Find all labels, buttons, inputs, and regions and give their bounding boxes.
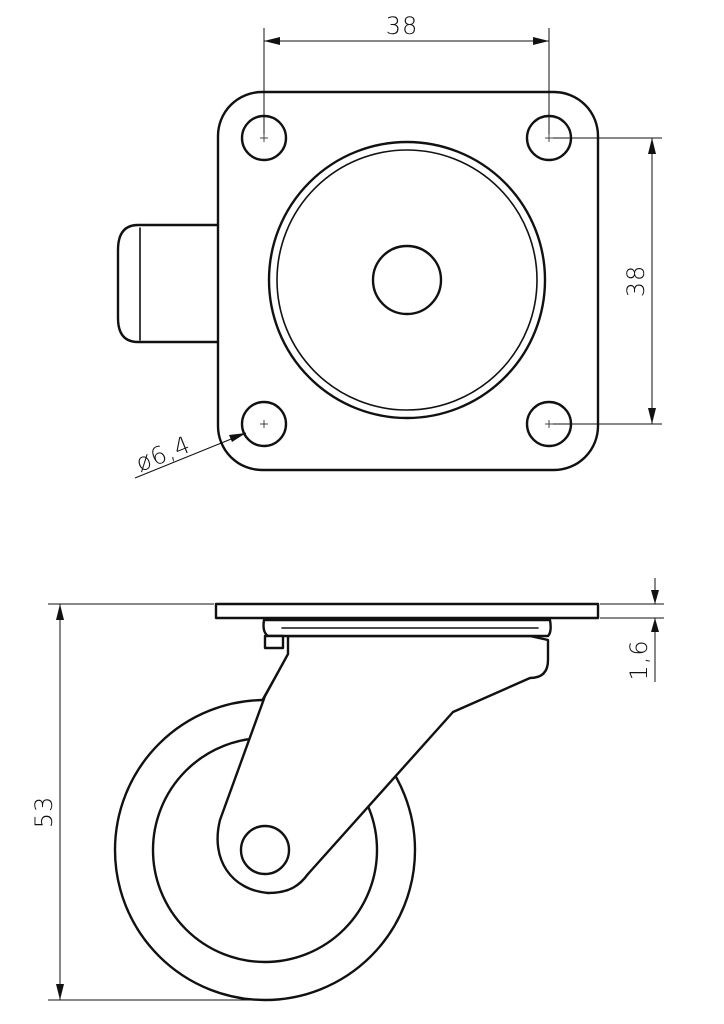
- top-view-mounting-plate: [216, 90, 600, 472]
- fork-edge-line: [261, 653, 289, 701]
- mounting-hole-bottom-left: [240, 400, 288, 448]
- plate-thickness-dimension-label: 1,6: [625, 639, 653, 680]
- overall-height-dimension: 53: [30, 603, 265, 1001]
- side-view: [113, 602, 600, 1002]
- plate-thickness-dimension: 1,6: [600, 578, 664, 682]
- hole-diameter-dimension-label: ø6,4: [132, 430, 195, 477]
- overall-height-dimension-label: 53: [30, 796, 58, 829]
- top-width-dimension: 38: [263, 12, 550, 134]
- side-height-dimension: 38: [553, 137, 662, 425]
- top-width-dimension-label: 38: [386, 12, 419, 40]
- side-height-dimension-label: 38: [622, 265, 650, 298]
- lock-tab: [263, 634, 285, 650]
- swivel-fork-bracket: [216, 634, 550, 895]
- swivel-bearing-inner-ring: [276, 149, 538, 411]
- hole-center-marks: [260, 134, 553, 428]
- swivel-bearing-outer-ring: [267, 140, 547, 420]
- top-view-lock-stub: [116, 223, 220, 344]
- top-view: [116, 90, 600, 472]
- side-view-mounting-plate: [214, 602, 600, 620]
- kingpin-hole: [371, 244, 443, 316]
- wheel-axle: [239, 824, 291, 876]
